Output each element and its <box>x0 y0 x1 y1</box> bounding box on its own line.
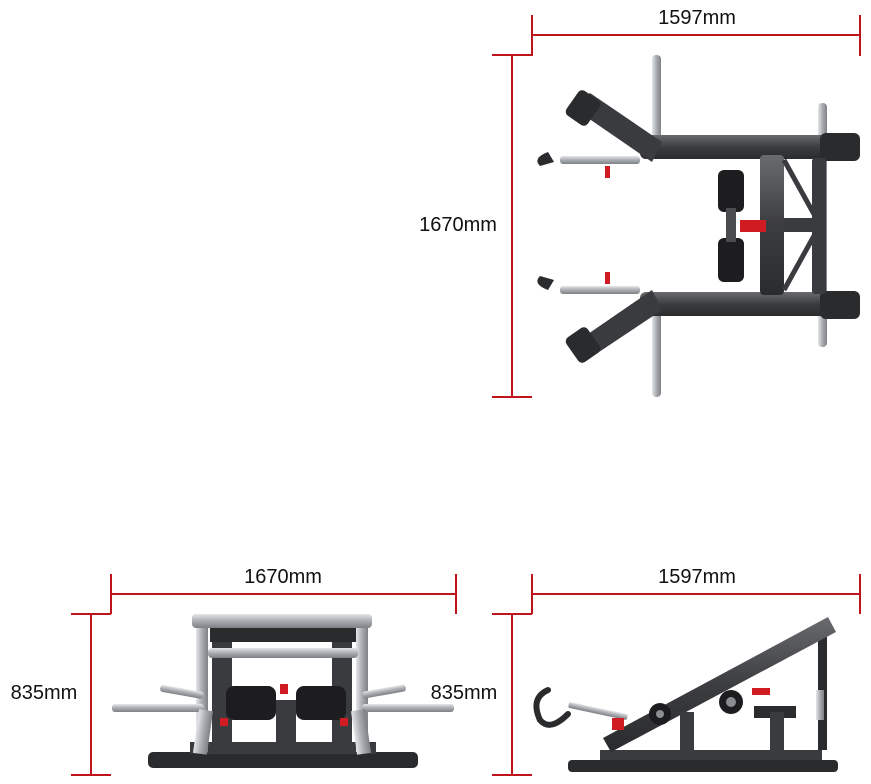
front-height-label: 835mm <box>11 682 78 704</box>
top-depth-dimension: 1670mm <box>419 54 532 398</box>
top-width-label: 1597mm <box>658 7 736 29</box>
side-width-dimension: 1597mm <box>531 566 861 614</box>
front-width-label: 1670mm <box>244 566 322 588</box>
machine-front-drawing <box>112 614 454 768</box>
side-width-label: 1597mm <box>658 566 736 588</box>
top-view: 1597mm 1670mm <box>419 7 861 398</box>
side-height-dimension: 835mm <box>431 613 532 776</box>
top-width-dimension: 1597mm <box>531 7 861 56</box>
top-depth-label: 1670mm <box>419 214 497 236</box>
front-width-dimension: 1670mm <box>110 566 457 614</box>
side-view: 1597mm 835mm <box>431 566 861 776</box>
side-height-label: 835mm <box>431 682 498 704</box>
front-view: 1670mm 835mm <box>11 566 457 776</box>
front-height-dimension: 835mm <box>11 613 111 776</box>
machine-top-drawing <box>537 55 860 397</box>
machine-side-drawing <box>533 617 838 772</box>
